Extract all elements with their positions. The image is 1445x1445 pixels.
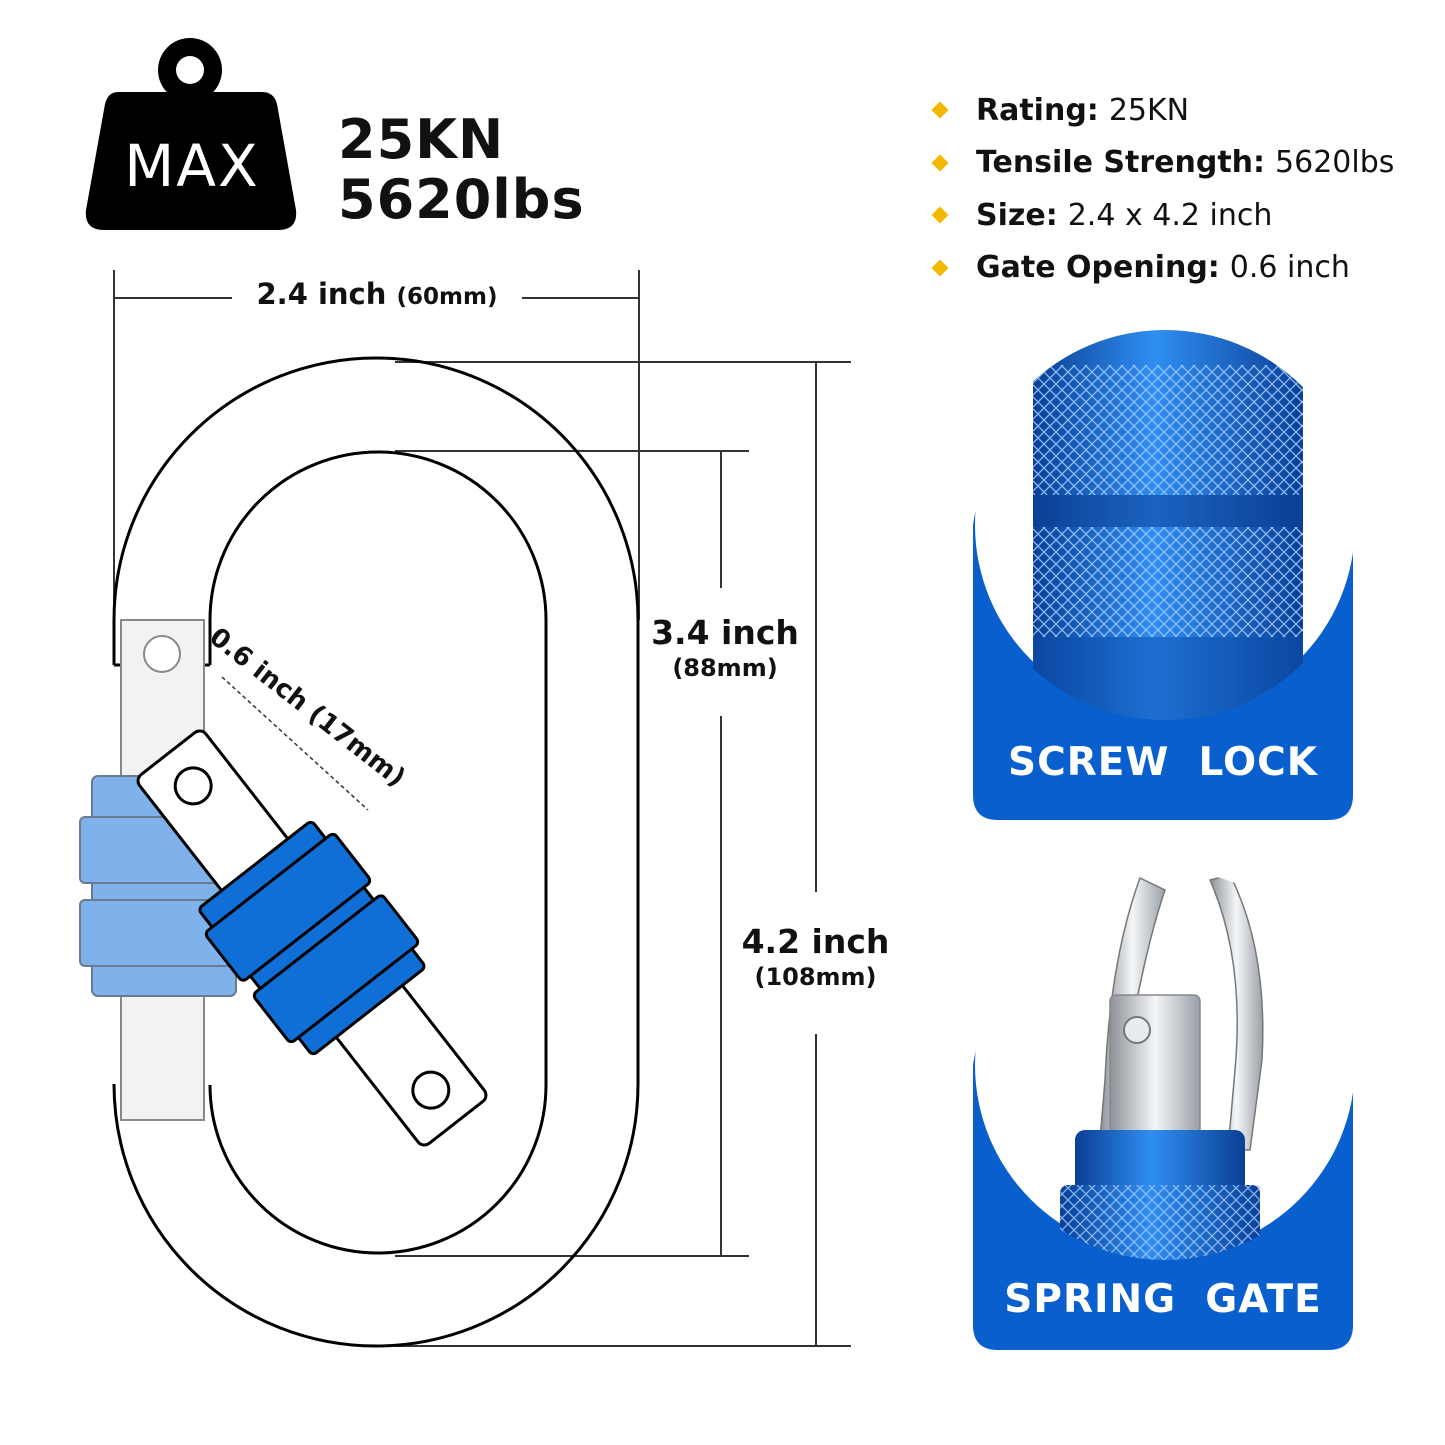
gate-opening-guide (221, 676, 369, 811)
inner-height-mm: (88mm) (672, 654, 778, 682)
width-dimension (113, 270, 640, 620)
gate-open (136, 729, 488, 1147)
spring-gate-card (973, 874, 1355, 1350)
diamond-bullet-icon (931, 101, 949, 119)
weight-icon (85, 38, 297, 230)
spec-value: 0.6 inch (1229, 250, 1350, 286)
width-inch: 2.4 inch (256, 277, 387, 311)
spec-label: Gate Opening: (976, 250, 1220, 286)
spec-label: Tensile Strength: (976, 145, 1266, 181)
width-dimension-label: 2.4 inch (60mm) (238, 277, 516, 311)
spec-value: 25KN (1108, 92, 1190, 128)
diamond-bullet-icon (931, 154, 949, 172)
total-height-inch: 4.2 inch (741, 922, 890, 961)
spec-item-tensile-strength: Tensile Strength: 5620lbs (928, 137, 1394, 190)
spec-list: Rating: 25KN Tensile Strength: 5620lbs S… (928, 84, 1394, 294)
spring-gate-label: SPRING GATE (1004, 1277, 1322, 1322)
spring-gate-photo (1060, 874, 1264, 1260)
spec-label: Rating: (976, 92, 1099, 128)
spec-item-size: Size: 2.4 x 4.2 inch (928, 189, 1394, 242)
spec-value: 2.4 x 4.2 inch (1067, 197, 1273, 233)
inner-height-inch: 3.4 inch (651, 613, 799, 652)
spec-item-gate-opening: Gate Opening: 0.6 inch (928, 242, 1394, 295)
max-load-kn: 25KN (338, 108, 505, 171)
total-height-mm: (108mm) (754, 963, 877, 991)
spec-item-rating: Rating: 25KN (928, 84, 1394, 137)
screw-lock-label: SCREW LOCK (1007, 740, 1318, 785)
max-load-lbs: 5620lbs (338, 168, 585, 231)
height-dimensions (395, 361, 851, 1347)
diamond-bullet-icon (931, 206, 949, 224)
spec-label: Size: (976, 197, 1058, 233)
spec-value: 5620lbs (1275, 145, 1395, 181)
screw-lock-card (973, 330, 1355, 820)
screw-lock-photo (1033, 330, 1303, 720)
gate-closed (79, 619, 246, 1121)
width-mm: (60mm) (396, 284, 498, 310)
inner-height-label: 3.4 inch (88mm) (640, 613, 810, 683)
diamond-bullet-icon (931, 259, 949, 277)
total-height-label: 4.2 inch (108mm) (728, 922, 903, 992)
weight-max-label: MAX (124, 132, 260, 200)
